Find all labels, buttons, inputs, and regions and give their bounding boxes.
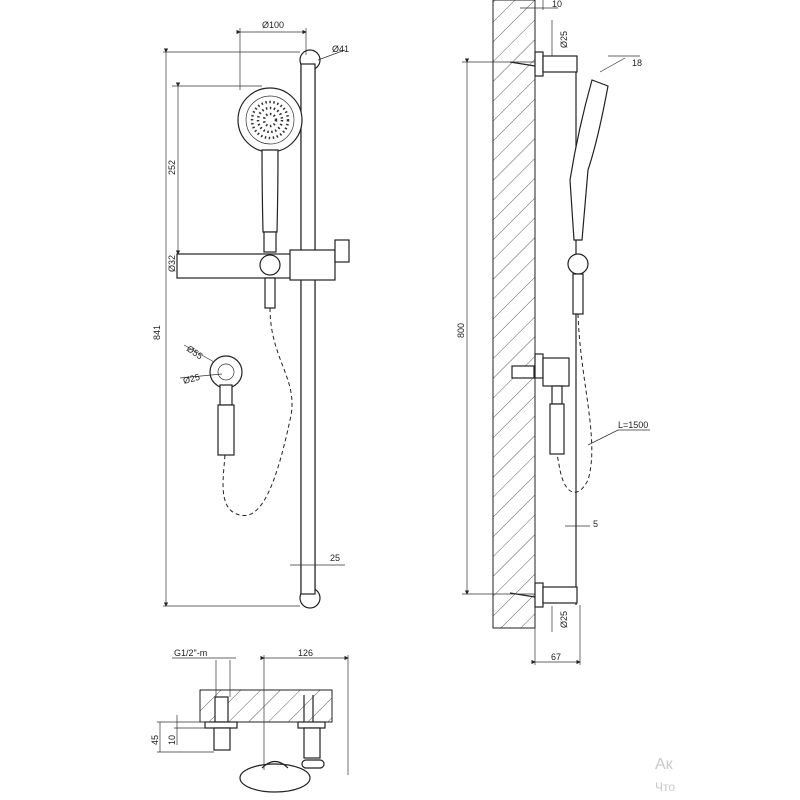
dim-bottom-bracket: Ø25 — [559, 611, 569, 628]
watermark-line2: Что — [655, 780, 676, 794]
front-view: Ø100 Ø41 841 252 Ø32 Ø55 Ø25 25 — [152, 20, 350, 609]
shower-head — [237, 87, 303, 153]
dim-bracket-depth: 10 — [552, 0, 562, 9]
dim-rail-offset: 25 — [330, 553, 340, 563]
dim-bracket-spacing: 800 — [456, 323, 466, 338]
dim-top-bracket: Ø25 — [559, 31, 569, 48]
dim-hose-length: L=1500 — [618, 420, 648, 430]
dim-slider-diameter: Ø32 — [167, 255, 177, 272]
slider — [289, 249, 336, 281]
nozzle-dots — [250, 100, 290, 140]
hose-side — [556, 313, 593, 493]
dim-outlet-inner: Ø25 — [182, 372, 201, 386]
dim-flange: 10 — [167, 735, 177, 745]
dim-total-depth: 67 — [551, 652, 561, 662]
dim-head-height: 252 — [167, 160, 177, 175]
dim-projection: 126 — [298, 648, 313, 658]
dim-outlet-height: 45 — [150, 735, 160, 745]
watermark-line1: Ак — [655, 756, 673, 773]
hose — [222, 307, 293, 517]
dim-thread: G1/2"-m — [174, 648, 207, 658]
dim-head-thickness: 18 — [632, 58, 642, 68]
shower-head-top — [239, 763, 311, 793]
top-view: G1/2"-m 126 45 10 — [150, 648, 349, 793]
dim-bracket-diameter: Ø41 — [332, 44, 349, 54]
dim-total-height: 841 — [152, 325, 162, 340]
dim-rail-gap: 5 — [593, 519, 598, 529]
wall-outlet — [209, 355, 243, 389]
shower-handle — [261, 149, 279, 233]
side-view: 10 Ø25 18 800 L=1500 5 Ø25 67 — [456, 0, 650, 665]
wall-section — [492, 0, 536, 629]
dim-head-diameter: Ø100 — [262, 20, 284, 30]
shower-head-side — [569, 79, 609, 241]
dim-outlet-outer: Ø55 — [185, 343, 205, 361]
